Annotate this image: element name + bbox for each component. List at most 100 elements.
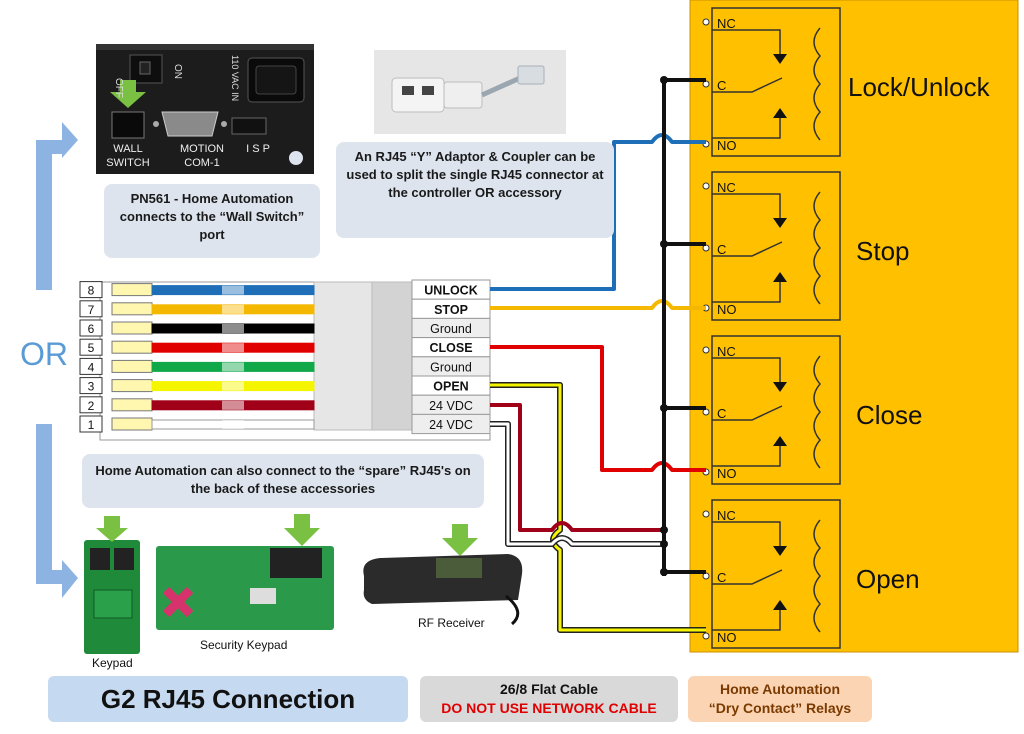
wire-junction-dot: [660, 526, 668, 534]
relay-coil: [813, 27, 821, 141]
relay-name: Close: [856, 400, 922, 430]
pin-wire-highlight: [222, 324, 244, 333]
relay-outline: [711, 171, 841, 321]
relay-outline: [711, 7, 841, 157]
adaptor-callout: An RJ45 “Y” Adaptor & Coupler can be use…: [336, 142, 614, 238]
relay-terminal-no: [702, 632, 710, 640]
security-keypad-accessory: [156, 514, 334, 630]
24vdc-wire-1: [490, 422, 664, 546]
24vdc-wire-2: [490, 403, 664, 532]
relay-terminal-label: NC: [717, 180, 736, 195]
relay-no-line: [712, 606, 781, 631]
pin-contact: [111, 283, 153, 297]
relay-info-line2: “Dry Contact” Relays: [708, 700, 852, 716]
relay-nc-arrow: [773, 382, 787, 392]
relay-nc-arrow: [773, 54, 787, 64]
relay-terminal-nc: [702, 510, 710, 518]
relay-coil: [813, 191, 821, 305]
wall-label-1: WALL: [113, 143, 143, 155]
or-arrow-up: [36, 122, 78, 290]
relay-switch-arm: [712, 405, 783, 421]
pin-number: 5: [88, 341, 95, 355]
relay-panel: [689, 0, 1019, 653]
wire-junction-dot: [660, 568, 668, 576]
pin-number: 3: [88, 380, 95, 394]
pin-row: 5 CLOSE: [79, 337, 491, 358]
pin-number: 2: [88, 399, 95, 413]
relay-terminal-label: NC: [717, 16, 736, 31]
off-label: OFF: [113, 78, 124, 98]
relay-info-box: Home Automation “Dry Contact” Relays: [688, 676, 872, 722]
green-arrow-wall-switch: [110, 80, 146, 108]
relay-nc-arrow: [773, 218, 787, 228]
cable-info-box: 26/8 Flat Cable DO NOT USE NETWORK CABLE: [420, 676, 678, 722]
relay-no-arrow: [773, 108, 787, 118]
pin-number-box: [79, 396, 103, 414]
relay-outline: [711, 335, 841, 485]
pin-contact: [111, 321, 153, 335]
pin-wire-highlight: [222, 304, 244, 314]
pin-wire-highlight: [222, 381, 244, 391]
pin-row: 3 OPEN: [79, 375, 491, 396]
pin-contact: [111, 379, 153, 393]
motion-label-2: COM-1: [184, 157, 219, 169]
relay-nc-arrow: [773, 546, 787, 556]
pin-number: 6: [88, 322, 95, 336]
pin-number-box: [79, 281, 103, 299]
pin-wire-highlight: [222, 343, 244, 353]
pin-label: 24 VDC: [429, 399, 473, 413]
keypad-label: Keypad: [92, 656, 133, 670]
relay-switch-arm: [712, 569, 783, 585]
relay-terminal-label: NO: [717, 466, 737, 481]
relay-switch-arm: [712, 77, 783, 93]
pin-number: 4: [88, 360, 95, 374]
relay-terminal-nc: [702, 346, 710, 354]
controller-panel: OFF ON 110 VAC IN WALL SWITCH MOTION COM…: [96, 44, 314, 174]
pin-label: CLOSE: [429, 341, 472, 355]
pin-wire-highlight: [222, 400, 244, 410]
rf-receiver-accessory: [363, 524, 523, 626]
relay-info-line1: Home Automation: [719, 681, 841, 697]
unlock-wire: [490, 133, 706, 291]
pin-number: 7: [88, 303, 95, 317]
relay-terminal-label: NC: [717, 508, 736, 523]
pin-label: OPEN: [433, 380, 468, 394]
cable-type: 26/8 Flat Cable: [499, 681, 599, 697]
relay-coil: [813, 355, 821, 469]
relay-nc-line: [712, 521, 781, 550]
pin-wire-highlight: [222, 362, 244, 372]
pin-row: 2 24 VDC: [79, 394, 491, 415]
relay-terminal-label: NC: [717, 344, 736, 359]
pin-number-box: [79, 300, 103, 318]
or-label: OR: [20, 336, 68, 372]
relay-no-line: [712, 442, 781, 467]
pin-contact: [111, 417, 153, 431]
stop-wire: [490, 299, 706, 310]
spare-rj45-callout: Home Automation can also connect to the …: [82, 454, 484, 508]
relay-nc-line: [712, 193, 781, 222]
pin-contact: [111, 359, 153, 373]
wire-junction-dot: [660, 76, 668, 84]
pin-number-box: [79, 319, 103, 337]
wire-junction-dot: [660, 240, 668, 248]
voltage-label: 110 VAC IN: [230, 55, 240, 101]
motion-label-1: MOTION: [180, 143, 224, 155]
footer-title: G2 RJ45 Connection: [48, 676, 408, 722]
relay-switch-arm: [712, 241, 783, 257]
relay-terminal-label: NO: [717, 630, 737, 645]
relay-terminal-nc: [702, 18, 710, 26]
close-wire: [490, 345, 706, 472]
relay-name: Stop: [856, 236, 910, 266]
pin-label: Ground: [430, 360, 472, 374]
relay-terminal-label: C: [717, 78, 726, 93]
wall-label-2: SWITCH: [106, 157, 149, 169]
pin-wire-highlight: [222, 420, 244, 429]
pin-number-box: [79, 377, 103, 395]
relay-no-arrow: [773, 272, 787, 282]
pin-number-box: [79, 338, 103, 356]
